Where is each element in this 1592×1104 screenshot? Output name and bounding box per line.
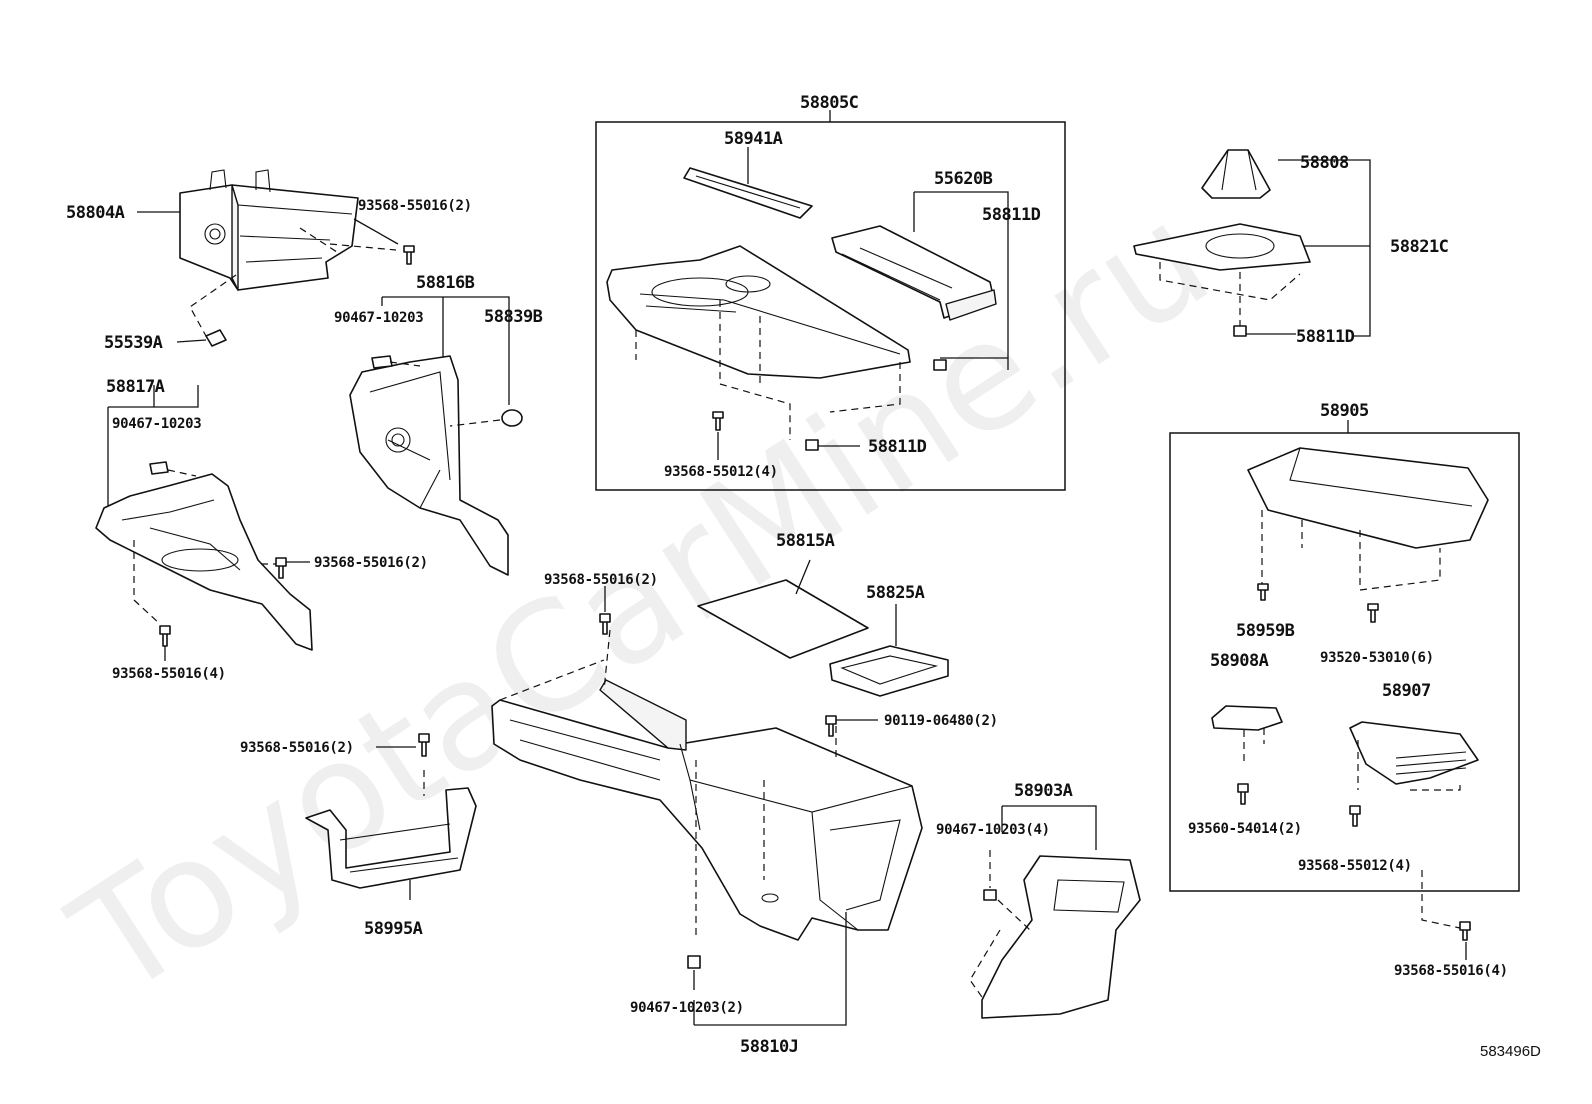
label-58905[interactable]: 58905 bbox=[1320, 401, 1369, 421]
label-93520-53010-6[interactable]: 93520-53010(6) bbox=[1320, 650, 1434, 666]
clip-icon bbox=[933, 359, 947, 371]
screw-icon bbox=[418, 733, 430, 757]
part-55620B-ashtray[interactable] bbox=[831, 225, 997, 321]
label-55620B[interactable]: 55620B bbox=[934, 169, 993, 189]
clip-icon bbox=[1233, 325, 1247, 337]
grommet-icon bbox=[501, 409, 523, 427]
label-58959B[interactable]: 58959B bbox=[1236, 621, 1295, 641]
label-90467-10203-b[interactable]: 90467-10203 bbox=[112, 416, 202, 432]
label-93568-55016-2-c[interactable]: 93568-55016(2) bbox=[544, 572, 658, 588]
label-58907[interactable]: 58907 bbox=[1382, 681, 1431, 701]
part-58941A-mat[interactable] bbox=[683, 167, 813, 219]
screw-icon bbox=[825, 715, 837, 737]
label-58815A[interactable]: 58815A bbox=[776, 531, 835, 551]
label-58817A[interactable]: 58817A bbox=[106, 377, 165, 397]
part-58825A-tray[interactable] bbox=[829, 645, 949, 697]
part-58816B-panel[interactable] bbox=[349, 355, 509, 576]
part-58815A-mat[interactable] bbox=[697, 579, 869, 659]
label-93568-55016-4-a[interactable]: 93568-55016(4) bbox=[112, 666, 226, 682]
part-58907-hinge[interactable] bbox=[1349, 721, 1479, 785]
label-58811D-a[interactable]: 58811D bbox=[982, 205, 1041, 225]
label-55539A[interactable]: 55539A bbox=[104, 333, 163, 353]
label-58825A[interactable]: 58825A bbox=[866, 583, 925, 603]
part-58804A-console-box[interactable] bbox=[179, 169, 359, 291]
label-58908A[interactable]: 58908A bbox=[1210, 651, 1269, 671]
label-58810J[interactable]: 58810J bbox=[740, 1037, 799, 1057]
screw-icon bbox=[712, 411, 724, 431]
clip-icon bbox=[687, 955, 701, 969]
part-58995A-bracket[interactable] bbox=[305, 787, 477, 889]
label-58941A[interactable]: 58941A bbox=[724, 129, 783, 149]
part-58808-shift-boot[interactable] bbox=[1201, 149, 1271, 199]
label-58808[interactable]: 58808 bbox=[1300, 153, 1349, 173]
part-58905-armrest[interactable] bbox=[1247, 447, 1489, 549]
part-58805C-upper-panel[interactable] bbox=[606, 245, 911, 379]
label-58821C[interactable]: 58821C bbox=[1390, 237, 1449, 257]
label-93568-55016-2-b[interactable]: 93568-55016(2) bbox=[314, 555, 428, 571]
label-90467-10203-4[interactable]: 90467-10203(4) bbox=[936, 822, 1050, 838]
label-90467-10203-2[interactable]: 90467-10203(2) bbox=[630, 1000, 744, 1016]
label-58811D-c[interactable]: 58811D bbox=[1296, 327, 1355, 347]
label-58839B[interactable]: 58839B bbox=[484, 307, 543, 327]
label-93568-55012-4-b[interactable]: 93568-55012(4) bbox=[1298, 858, 1412, 874]
screw-icon bbox=[1237, 783, 1249, 805]
label-58903A[interactable]: 58903A bbox=[1014, 781, 1073, 801]
screw-icon bbox=[1349, 805, 1361, 827]
label-90119-06480-2[interactable]: 90119-06480(2) bbox=[884, 713, 998, 729]
part-55539A-clip[interactable] bbox=[205, 329, 227, 347]
group-box-58905 bbox=[1169, 432, 1520, 892]
label-93568-55012-4-a[interactable]: 93568-55012(4) bbox=[664, 464, 778, 480]
clip-icon bbox=[371, 355, 393, 369]
part-58903A-rear-cover[interactable] bbox=[981, 855, 1141, 1019]
diagram-reference-id: 583496D bbox=[1480, 1043, 1541, 1060]
screw-icon bbox=[275, 557, 287, 579]
part-58821C-shift-panel[interactable] bbox=[1133, 223, 1311, 271]
clip-icon bbox=[149, 461, 169, 475]
screw-icon bbox=[1257, 583, 1379, 623]
screw-icon bbox=[403, 245, 415, 265]
label-90467-10203-a[interactable]: 90467-10203 bbox=[334, 310, 424, 326]
label-93568-55016-2-d[interactable]: 93568-55016(2) bbox=[240, 740, 354, 756]
part-58817A-panel[interactable] bbox=[95, 473, 313, 651]
part-58908A-bracket[interactable] bbox=[1211, 705, 1283, 731]
label-58805C[interactable]: 58805C bbox=[800, 93, 859, 113]
label-58804A[interactable]: 58804A bbox=[66, 203, 125, 223]
screw-icon bbox=[159, 625, 171, 647]
label-93568-55016-2-a[interactable]: 93568-55016(2) bbox=[358, 198, 472, 214]
label-58995A[interactable]: 58995A bbox=[364, 919, 423, 939]
part-58810J-console[interactable] bbox=[491, 679, 923, 941]
label-93568-55016-4-b[interactable]: 93568-55016(4) bbox=[1394, 963, 1508, 979]
clip-icon bbox=[805, 439, 819, 451]
label-93560-54014-2[interactable]: 93560-54014(2) bbox=[1188, 821, 1302, 837]
label-58816B[interactable]: 58816B bbox=[416, 273, 475, 293]
label-58811D-b[interactable]: 58811D bbox=[868, 437, 927, 457]
clip-icon bbox=[983, 889, 997, 901]
screw-icon bbox=[1459, 921, 1471, 941]
screw-icon bbox=[599, 613, 611, 635]
